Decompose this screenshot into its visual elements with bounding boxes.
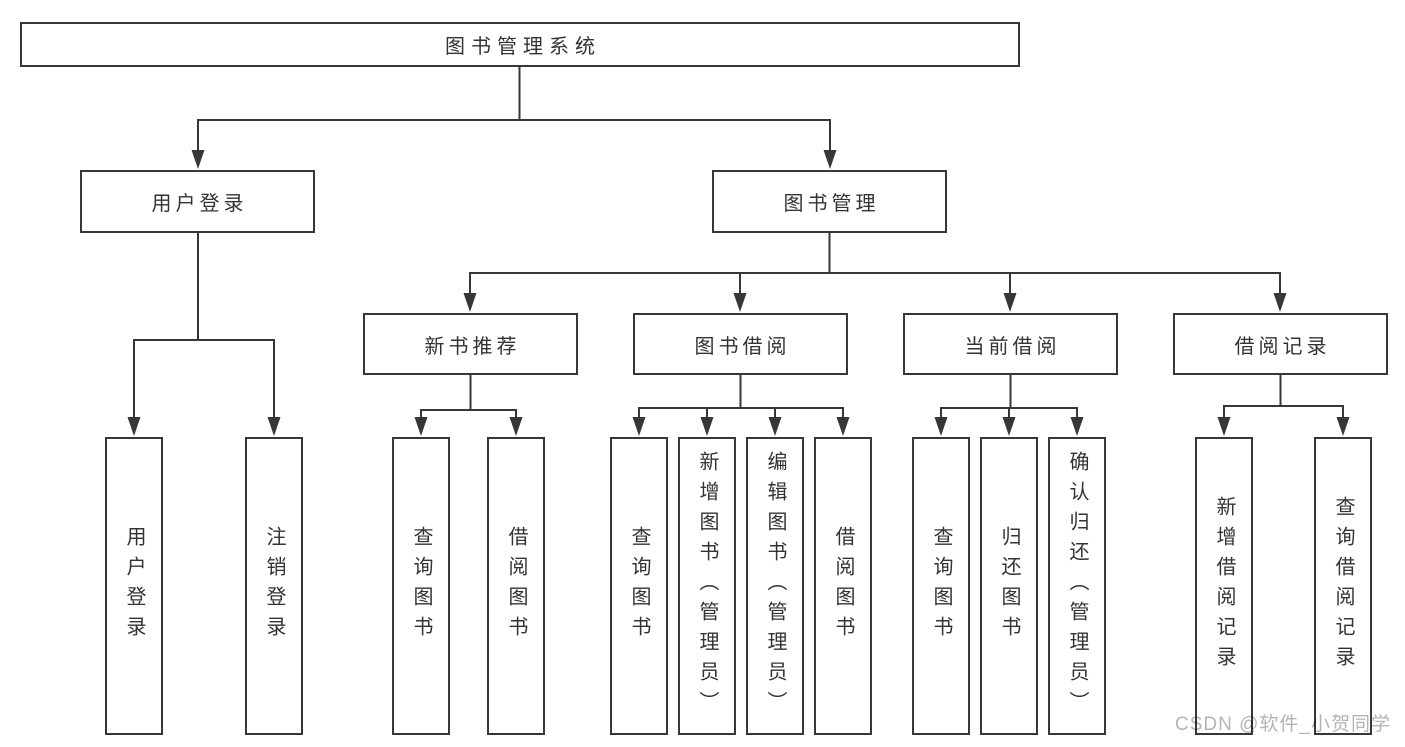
node-book-management: 图书管理 [712,170,947,233]
leaf-add-borrow-record-label: 新增借阅记录 [1213,496,1235,676]
node-book-borrowing: 图书借阅 [633,313,848,375]
arrow-to-new-book-recommend [463,293,477,312]
leaf-borrow-books-2-label: 借阅图书 [832,526,854,646]
node-root: 图书管理系统 [20,22,1020,67]
arrow-to-borrowing-records [1273,293,1287,312]
leaf-query-books-3-label: 查询图书 [930,526,952,646]
leaf-edit-books-admin-label: 编辑图书（管理员） [764,451,786,721]
node-borrowing-records: 借阅记录 [1173,313,1388,375]
leaf-query-books-1-label: 查询图书 [410,526,432,646]
arrow-to-current-borrowing [1003,293,1017,312]
leaf-borrow-books-2: 借阅图书 [814,437,872,735]
leaf-add-borrow-record: 新增借阅记录 [1195,437,1253,735]
arrow-to-book-management [823,150,837,169]
node-current-borrowing: 当前借阅 [903,313,1118,375]
leaf-query-books-2: 查询图书 [610,437,668,735]
node-book-borrowing-label: 图书借阅 [694,335,791,358]
leaf-user-login: 用户登录 [105,437,163,735]
node-root-label: 图书管理系统 [445,36,601,58]
leaf-query-books-3: 查询图书 [912,437,970,735]
leaf-edit-books-admin: 编辑图书（管理员） [746,437,804,735]
leaf-query-borrow-record: 查询借阅记录 [1314,437,1372,735]
node-new-book-recommend-label: 新书推荐 [424,335,521,358]
node-new-book-recommend: 新书推荐 [363,313,578,375]
node-book-management-label: 图书管理 [783,193,880,215]
arrow-to-book-borrowing [733,293,747,312]
leaf-user-login-label: 用户登录 [123,526,145,646]
leaf-add-books-admin: 新增图书（管理员） [678,437,736,735]
leaf-confirm-return-admin-label: 确认归还（管理员） [1066,451,1088,721]
arrow-to-leaf-logout [267,417,281,436]
watermark: CSDN @软件_小贺同学 [1175,714,1391,735]
leaf-query-books-1: 查询图书 [392,437,450,735]
arrow-to-leaf-user-login [127,417,141,436]
node-borrowing-records-label: 借阅记录 [1234,335,1331,358]
node-user-login: 用户登录 [80,170,315,233]
leaf-logout-label: 注销登录 [263,526,285,646]
leaf-return-books: 归还图书 [980,437,1038,735]
leaf-borrow-books-1: 借阅图书 [487,437,545,735]
node-user-login-label: 用户登录 [151,193,248,215]
leaf-confirm-return-admin: 确认归还（管理员） [1048,437,1106,735]
leaf-logout: 注销登录 [245,437,303,735]
leaf-query-books-2-label: 查询图书 [628,526,650,646]
leaf-borrow-books-1-label: 借阅图书 [505,526,527,646]
leaf-add-books-admin-label: 新增图书（管理员） [696,451,718,721]
leaf-return-books-label: 归还图书 [998,526,1020,646]
node-current-borrowing-label: 当前借阅 [964,335,1061,358]
leaf-query-borrow-record-label: 查询借阅记录 [1332,496,1354,676]
arrow-to-user-login [191,150,205,169]
